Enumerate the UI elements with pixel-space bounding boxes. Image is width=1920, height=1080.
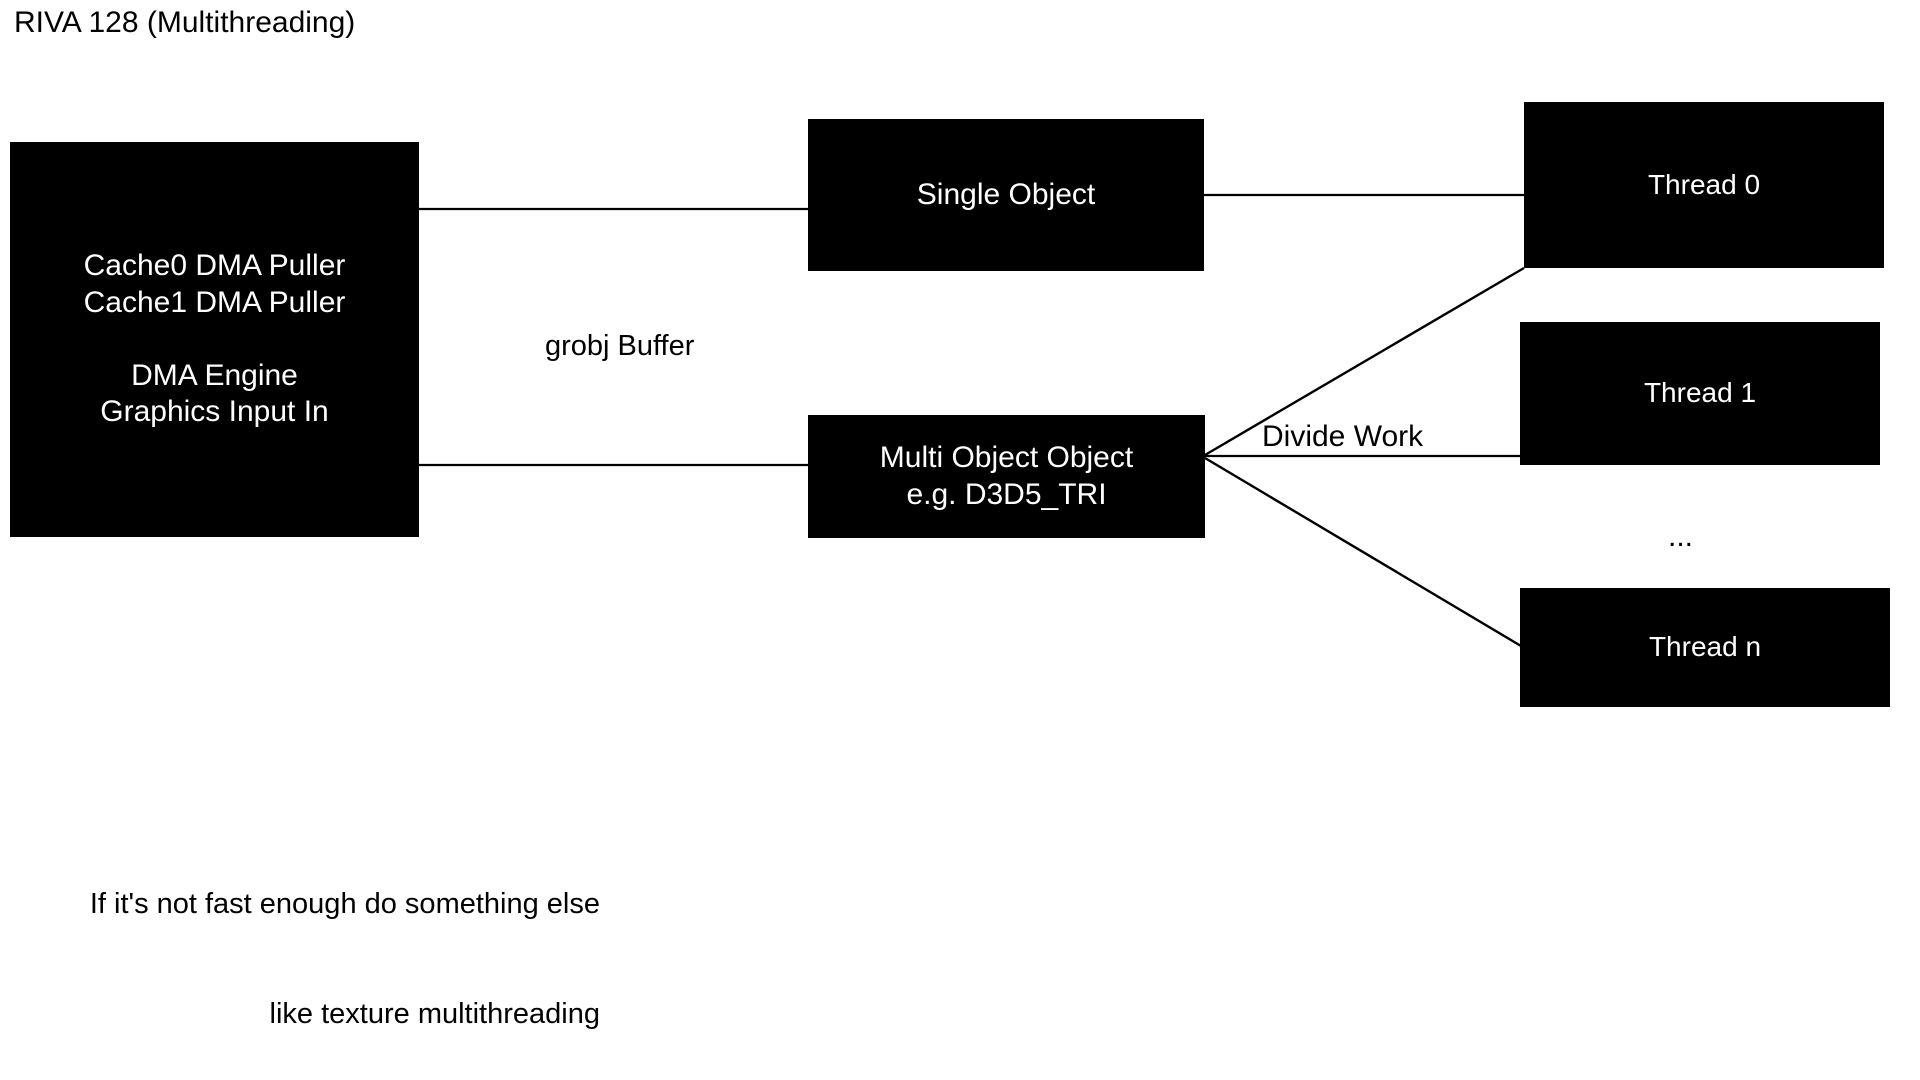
page-title: RIVA 128 (Multithreading) xyxy=(14,6,356,39)
node-multi-object[interactable]: Multi Object Object e.g. D3D5_TRI xyxy=(808,415,1205,538)
node-thread-1-label: Thread 1 xyxy=(1643,377,1757,409)
node-dma-engine-line-2: DMA Engine xyxy=(131,358,298,392)
label-thread-ellipsis: ... xyxy=(1668,520,1694,553)
node-thread-n[interactable]: Thread n xyxy=(1520,588,1890,707)
edge-multi-object-to-thread-n xyxy=(1204,456,1522,648)
node-thread-n-label: Thread n xyxy=(1648,631,1762,663)
footnote: If it's not fast enough do something els… xyxy=(0,812,600,1080)
node-dma-engine-line-0: Cache0 DMA Puller xyxy=(83,249,346,283)
node-single-object[interactable]: Single Object xyxy=(808,119,1204,271)
label-divide-work: Divide Work xyxy=(1262,420,1424,453)
node-thread-0-label: Thread 0 xyxy=(1647,168,1761,200)
footnote-line-0: If it's not fast enough do something els… xyxy=(89,887,600,920)
node-thread-1[interactable]: Thread 1 xyxy=(1520,322,1880,465)
node-dma-engine-line-3: Graphics Input In xyxy=(100,395,329,429)
node-thread-0[interactable]: Thread 0 xyxy=(1524,102,1884,268)
node-dma-engine[interactable]: Cache0 DMA Puller Cache1 DMA Puller DMA … xyxy=(10,142,419,537)
label-grobj-buffer: grobj Buffer xyxy=(545,330,695,362)
node-multi-object-line-0: Multi Object Object xyxy=(879,440,1134,474)
footnote-line-1: like texture multithreading xyxy=(269,998,600,1031)
node-dma-engine-line-1: Cache1 DMA Puller xyxy=(83,285,346,319)
node-single-object-label: Single Object xyxy=(916,177,1096,211)
node-multi-object-line-1: e.g. D3D5_TRI xyxy=(906,477,1107,511)
